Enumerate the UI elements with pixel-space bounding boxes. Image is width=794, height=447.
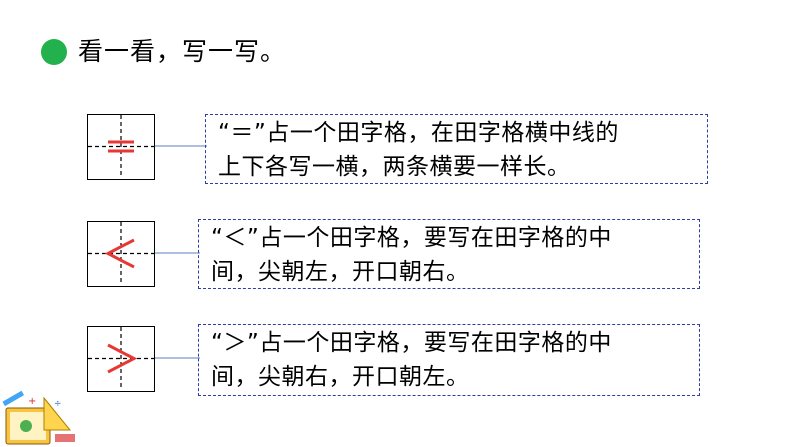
explanation-line-1: “＞”占一个田字格，要写在田字格的中	[211, 330, 612, 356]
explanation-line-2: 间，尖朝右，开口朝左。	[211, 364, 470, 390]
explanation-box-equals: “＝”占一个田字格，在田字格横中线的 上下各写一横，两条横要一样长。	[205, 114, 708, 184]
page-title: 看一看，写一写。	[78, 37, 287, 66]
svg-text:+: +	[28, 396, 36, 407]
tianzige-grid-less-than	[87, 221, 155, 287]
explanation-line-1: “＝”占一个田字格，在田字格横中线的	[218, 120, 619, 146]
connector-arrow-3	[155, 357, 200, 359]
less-than-symbol-icon	[88, 222, 154, 285]
svg-text:÷: ÷	[54, 399, 62, 409]
title-bullet-icon	[41, 39, 67, 65]
explanation-box-greater-than: “＞”占一个田字格，要写在田字格的中 间，尖朝右，开口朝左。	[198, 324, 700, 396]
school-supplies-decoration-icon: + ÷	[2, 390, 75, 445]
explanation-line-2: 间，尖朝左，开口朝右。	[211, 259, 470, 285]
tianzige-grid-greater-than	[87, 326, 155, 392]
tianzige-grid-equals	[87, 114, 155, 180]
connector-arrow-1	[155, 145, 207, 147]
explanation-line-1: “＜”占一个田字格，要写在田字格的中	[211, 225, 612, 251]
explanation-box-less-than: “＜”占一个田字格，要写在田字格的中 间，尖朝左，开口朝右。	[198, 219, 700, 289]
equals-symbol-icon	[88, 115, 154, 178]
greater-than-symbol-icon	[88, 327, 154, 390]
connector-arrow-2	[155, 252, 200, 254]
explanation-line-2: 上下各写一横，两条横要一样长。	[218, 154, 571, 180]
